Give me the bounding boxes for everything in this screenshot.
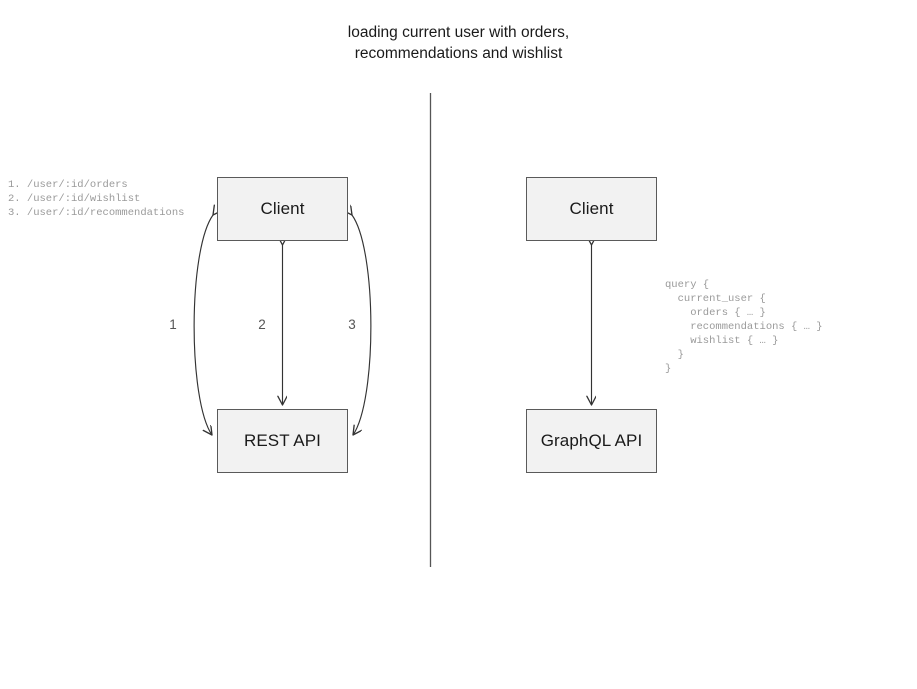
rest-endpoint-list: 1. /user/:id/orders 2. /user/:id/wishlis… — [8, 179, 185, 219]
graphql-query-block: query { current_user { orders { … } reco… — [665, 279, 823, 375]
node-label: REST API — [243, 431, 322, 450]
edge-1-curve — [193, 215, 213, 435]
node-label: Client — [569, 199, 614, 218]
node-label: Client — [260, 199, 305, 218]
edge-3-curve — [352, 215, 372, 435]
edge-number-3: 3 — [348, 317, 356, 332]
edge-number-2: 2 — [258, 317, 266, 332]
node-client-graphql[interactable]: Client — [526, 177, 657, 241]
node-label: GraphQL API — [540, 431, 643, 450]
node-client-rest[interactable]: Client — [217, 177, 348, 241]
node-rest-api[interactable]: REST API — [217, 409, 348, 473]
node-graphql-api[interactable]: GraphQL API — [526, 409, 657, 473]
edge-number-1: 1 — [169, 317, 177, 332]
page-title: loading current user with orders, recomm… — [347, 24, 570, 62]
